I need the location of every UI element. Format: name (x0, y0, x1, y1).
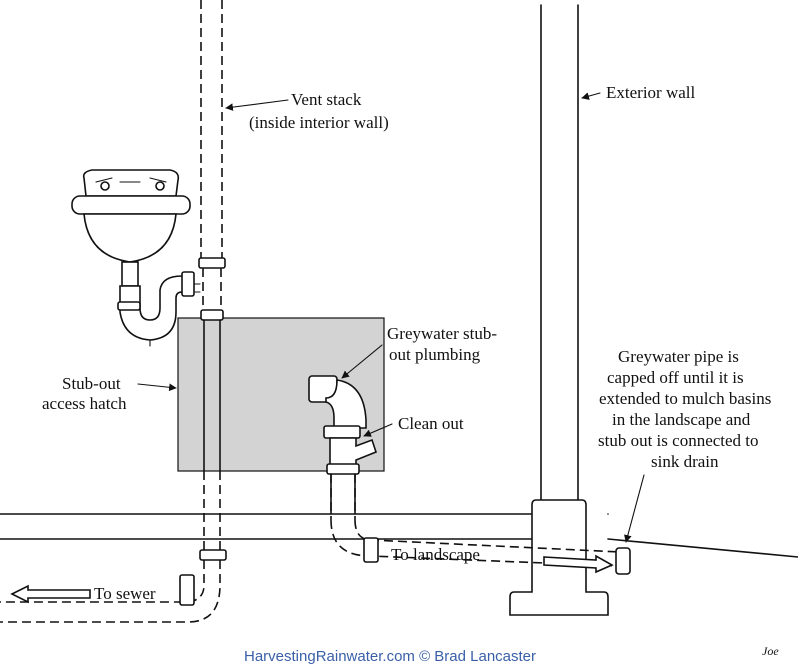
capped-note-line: Greywater pipe is (618, 347, 739, 366)
stubout-hatch-label-line2: access hatch (42, 394, 127, 413)
vent-stack (0, 0, 227, 623)
floor-slab (0, 513, 798, 558)
capped-note-line: extended to mulch basins (599, 389, 771, 408)
exterior-wall-label: Exterior wall (606, 83, 695, 102)
sink (71, 169, 201, 347)
greywater-stubout-label-line1: Greywater stub- (387, 324, 497, 343)
clean-out-label: Clean out (398, 414, 464, 433)
leader-arrow-icon (137, 92, 645, 543)
capped-note-line: capped off until it is (607, 368, 744, 387)
stubout-hatch-label-line1: Stub-out (62, 374, 121, 393)
vent-stack-label-line2: (inside interior wall) (249, 113, 389, 132)
vent-stack-label-line1: Vent stack (291, 90, 362, 109)
greywater-stubout (308, 375, 631, 575)
capped-note: Greywater pipe is capped off until it is… (598, 347, 771, 471)
greywater-stubout-label-line2: out plumbing (389, 345, 481, 364)
hollow-arrow-icon (543, 554, 614, 574)
capped-note-line: in the landscape and (612, 410, 751, 429)
capped-note-line: sink drain (651, 452, 719, 471)
credit-text: HarvestingRainwater.com © Brad Lancaster (244, 648, 536, 665)
artist-signature: Joe (762, 644, 779, 658)
to-landscape-label: To landscape (391, 545, 480, 564)
exterior-wall (509, 4, 609, 616)
to-sewer-label: To sewer (94, 584, 156, 603)
capped-note-line: stub out is connected to (598, 431, 759, 450)
hollow-arrow-icon (10, 584, 91, 604)
